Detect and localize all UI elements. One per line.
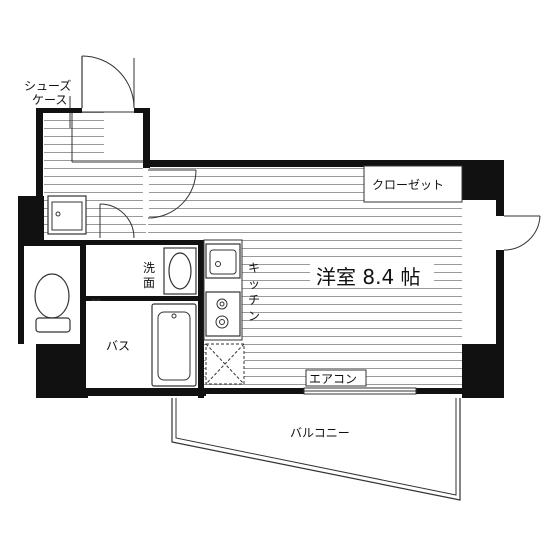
washroom-door	[99, 203, 135, 239]
toilet-icon	[24, 246, 80, 344]
kitchen-label-1: キ	[248, 261, 260, 275]
balcony-door	[496, 215, 541, 251]
washroom: 洗 面	[86, 245, 198, 310]
main-room: 洋室 8.4 帖	[310, 262, 434, 289]
washroom-label-1: 洗	[143, 261, 155, 275]
bath: バス	[86, 301, 198, 388]
entrance-sink	[47, 195, 87, 235]
main-room-label: 洋室 8.4 帖	[316, 265, 421, 289]
room-door	[143, 168, 197, 222]
aircon-label: エアコン	[309, 372, 357, 386]
window	[303, 387, 417, 395]
kitchen-label-3: チ	[248, 293, 260, 307]
balcony: バルコニー	[171, 398, 461, 501]
closet: クローゼット	[363, 165, 463, 203]
entrance-door	[81, 55, 135, 109]
kitchen: キ ッ チ ン	[203, 239, 260, 341]
shoe-case-label-2: ケース	[32, 93, 67, 107]
walls	[18, 108, 504, 398]
kitchen-label-2: ッ	[248, 277, 260, 291]
closet-label: クローゼット	[372, 178, 444, 192]
washroom-label-2: 面	[143, 276, 155, 290]
shoe-case-label-1: シューズ	[24, 78, 71, 93]
bath-label: バス	[106, 339, 130, 353]
balcony-label: バルコニー	[290, 426, 350, 440]
air-conditioner: エアコン	[305, 369, 367, 387]
washing-machine-space	[205, 343, 245, 385]
kitchen-label-4: ン	[248, 309, 260, 323]
